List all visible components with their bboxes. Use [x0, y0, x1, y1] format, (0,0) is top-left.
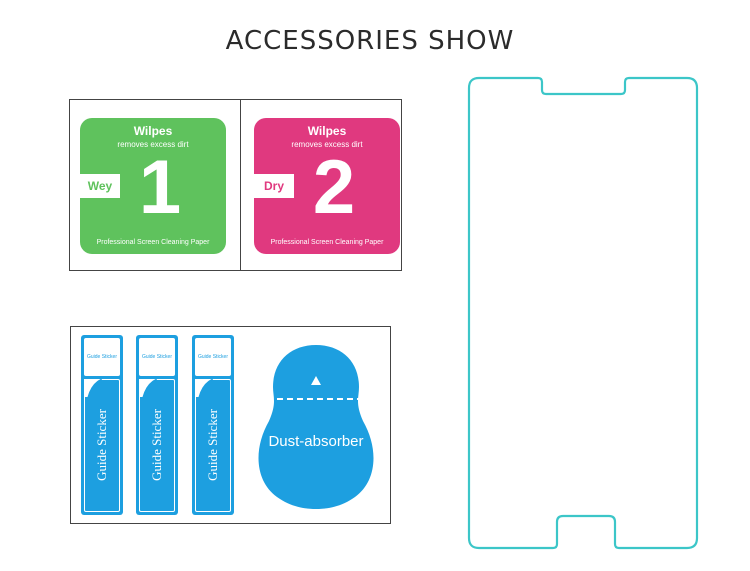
wet-wipe-card: Wilpes removes excess dirt Wey 1 Profess… — [80, 118, 226, 254]
wipe-footer: Professional Screen Cleaning Paper — [96, 239, 210, 246]
wipe-number: 1 — [138, 145, 182, 230]
wipe-title: Wilpes — [133, 124, 173, 138]
sticker-outline — [139, 379, 175, 512]
guide-sticker: Guide Sticker Guide Sticker — [81, 335, 123, 515]
dry-wipe-card: Wilpes removes excess dirt Dry 2 Profess… — [254, 118, 400, 254]
wipe-tab-label: Wey — [80, 174, 120, 198]
sticker-head-label: Guide Sticker — [86, 354, 117, 360]
curl-corner-icon — [195, 379, 213, 397]
sticker-head: Guide Sticker — [195, 338, 231, 376]
screen-protector-outline — [467, 76, 699, 550]
curl-corner-icon — [139, 379, 157, 397]
wipes-panel: Wilpes removes excess dirt Wey 1 Profess… — [69, 99, 402, 271]
wipe-number: 2 — [312, 145, 356, 230]
wipe-tab-label: Dry — [254, 174, 294, 198]
sticker-label: Guide Sticker — [149, 409, 164, 481]
sticker-head-label: Guide Sticker — [141, 354, 172, 360]
wipe-subtitle: removes excess dirt — [117, 140, 189, 149]
sticker-head: Guide Sticker — [139, 338, 175, 376]
triangle-up-icon — [311, 376, 321, 385]
wipe-subtitle: removes excess dirt — [291, 140, 363, 149]
sticker-head: Guide Sticker — [84, 338, 120, 376]
wipe-title: Wilpes — [307, 124, 347, 138]
sticker-label: Guide Sticker — [205, 409, 220, 481]
sticker-outline — [84, 379, 120, 512]
curl-corner-icon — [84, 379, 102, 397]
sticker-head-label: Guide Sticker — [197, 354, 228, 360]
page-title: ACCESSORIES SHOW — [225, 26, 515, 56]
guide-sticker: Guide Sticker Guide Sticker — [136, 335, 178, 515]
wipes-divider — [240, 100, 241, 270]
guide-sticker: Guide Sticker Guide Sticker — [192, 335, 234, 515]
wipe-footer: Professional Screen Cleaning Paper — [270, 239, 384, 246]
sticker-label: Guide Sticker — [94, 409, 109, 481]
stickers-panel: Guide Sticker Guide Sticker Guide Sticke… — [70, 326, 391, 524]
dust-absorber — [258, 345, 374, 509]
sticker-outline — [195, 379, 231, 512]
dust-absorber-label: Dust-absorber — [268, 433, 364, 450]
